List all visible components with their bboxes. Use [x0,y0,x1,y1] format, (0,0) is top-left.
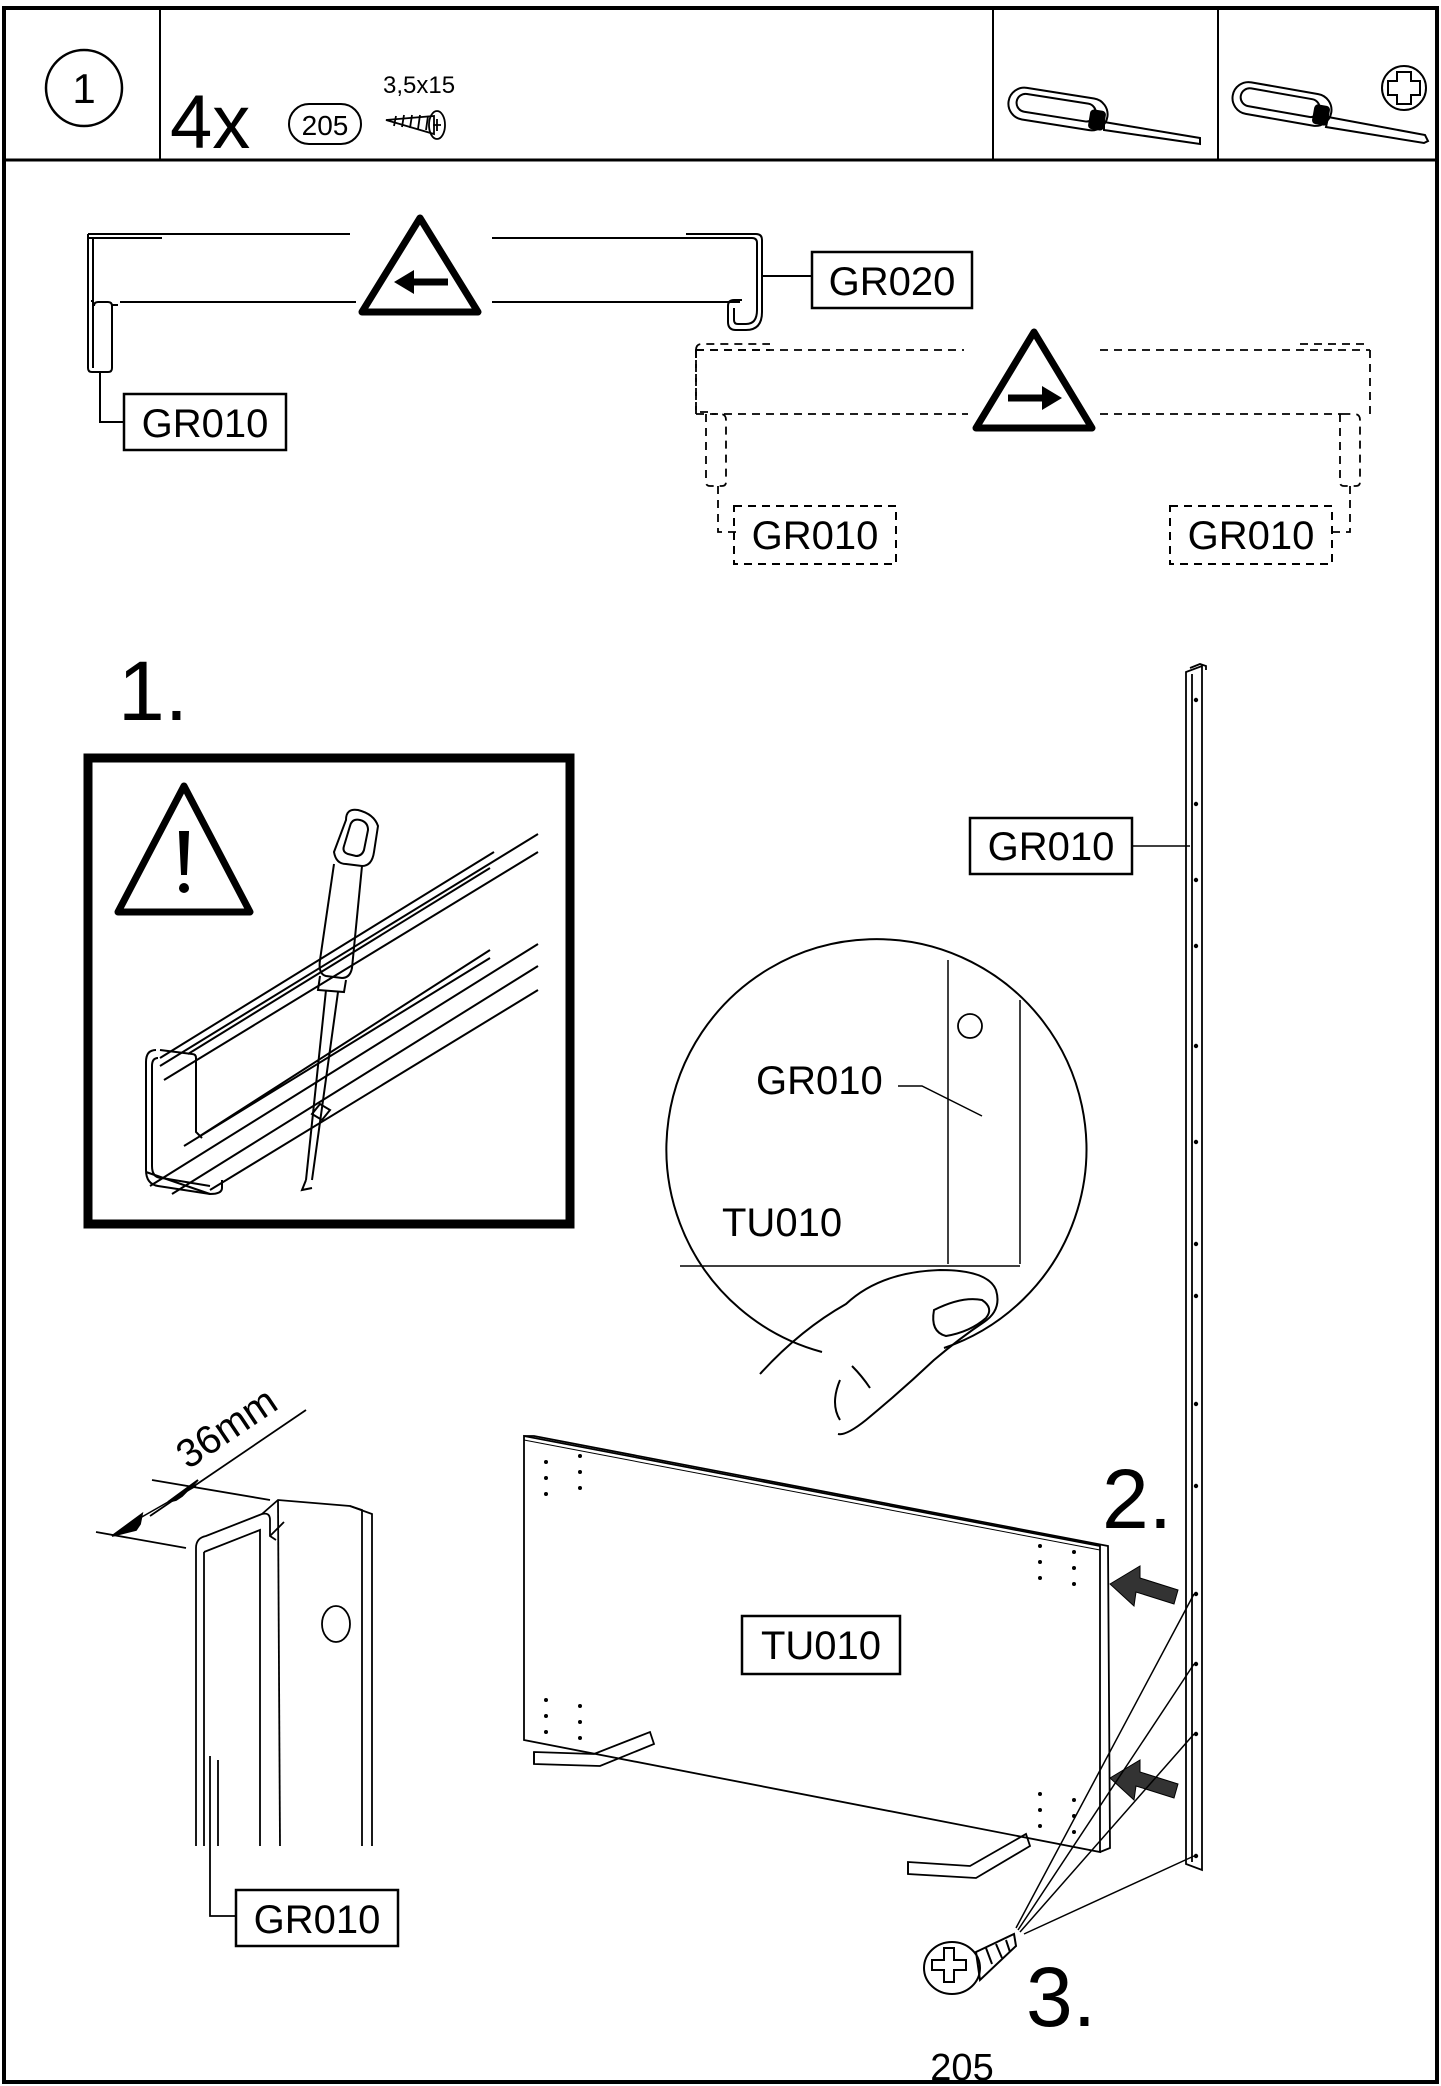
label-panel-tu010: TU010 [761,1624,881,1668]
screw-205-icon [923,1932,1018,1995]
label-box-panel-tu010 [740,1614,902,1676]
support-blocks [533,1730,1032,1879]
push-arrow-lower [1109,1759,1179,1802]
label-gr010-left: GR010 [142,402,269,446]
detail-label-tu010: TU010 [722,1201,842,1245]
step-1-detail-box [83,753,575,1229]
label-box-gr010-left [122,392,288,452]
quantity-text: 4x [170,80,250,165]
detail-magnifier: GR010 TU010 [665,938,1088,1436]
label-box-gr020 [810,250,974,310]
label-gr020: GR020 [829,260,956,304]
label-box-rail-gr010 [968,816,1134,876]
screwdriver-pry-illustration [300,808,380,1192]
pressing-finger-icon [759,1268,999,1436]
step-3-number: 3. [1026,1950,1096,2044]
part-number: 205 [302,110,349,141]
screw-leader-lines [1015,1593,1195,1935]
flathead-screwdriver-icon [1007,86,1201,146]
label-rail-gr010: GR010 [988,825,1115,869]
warning-exclamation-icon [114,782,254,916]
phillips-screwdriver-icon [1231,65,1430,145]
part-number-oval [288,103,362,145]
screw-part-number: 205 [930,2047,993,2086]
screw-icon [385,110,446,140]
page-border [2,6,1439,2084]
step-number: 1 [72,65,95,112]
profile-break-illustration [145,833,539,1196]
label-gr010-mirror-right: GR010 [1188,514,1315,558]
warning-arrow-left-icon [358,214,482,316]
dashed-mirror-frame [695,343,1371,533]
label-gr010-mirror-left: GR010 [752,514,879,558]
label-box-gr010-mirror-left [733,505,897,565]
panel-tu010 [523,1434,1111,1854]
label-box-gr010-mirror-right [1169,505,1333,565]
hardware-callout: 4x 205 3,5x15 [170,72,455,165]
screw-size: 3,5x15 [383,72,455,99]
label-box-profile-gr010 [234,1888,400,1948]
width-dimension: 36mm [168,1379,285,1478]
step-1-section: 1. [83,644,575,1229]
label-profile-gr010: GR010 [254,1898,381,1942]
rail-gr010 [1132,663,1207,1872]
step-1-number: 1. [118,644,188,738]
profile-orientation-diagram: GR020 GR010 GR010 GR010 [87,214,1371,565]
step-2-number: 2. [1102,1452,1172,1546]
push-arrow-upper [1109,1565,1179,1608]
warning-arrow-right-icon [972,328,1096,432]
detail-label-gr010: GR010 [756,1059,883,1103]
step-number-badge: 1 [44,48,124,128]
profile-width-detail [95,1409,373,1917]
